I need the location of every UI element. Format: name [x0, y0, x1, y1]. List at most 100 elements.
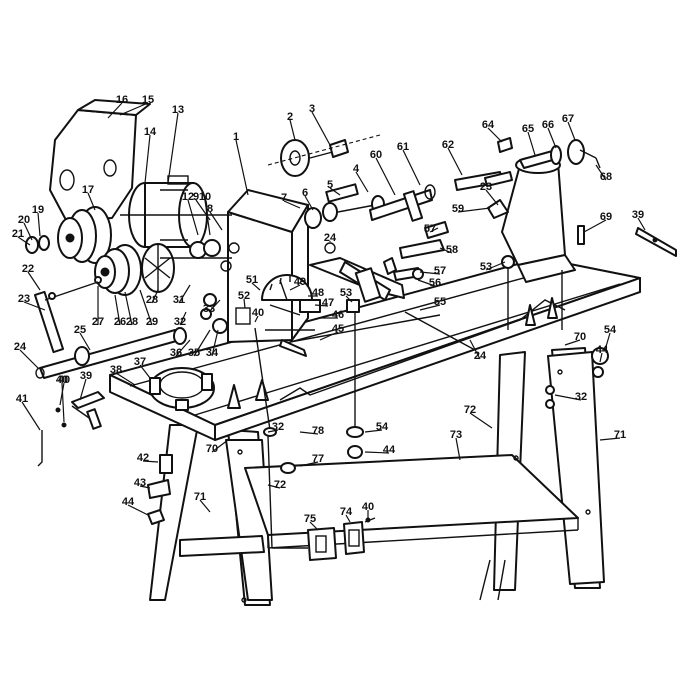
callout-number-74: 74: [340, 506, 353, 518]
callout-leader: [289, 119, 296, 141]
callout-number-72: 72: [464, 404, 476, 416]
callout-number-4: 4: [353, 163, 360, 175]
callout-number-2: 2: [287, 111, 293, 123]
callout-leader: [193, 329, 211, 357]
callout-number-21: 21: [12, 228, 24, 240]
headstock: [220, 189, 309, 343]
callout-leader: [419, 304, 441, 311]
callout-number-40: 40: [252, 307, 264, 319]
callout-leader: [314, 304, 329, 307]
callout-number-23: 23: [18, 293, 30, 305]
callout-number-38: 38: [110, 364, 122, 376]
callout-leader: [417, 279, 436, 287]
misc-hardware: [200, 227, 677, 561]
callout-number-60: 60: [370, 149, 382, 161]
callout-leader: [187, 199, 199, 236]
callout-leader: [283, 200, 301, 209]
callout-number-39: 39: [80, 370, 92, 382]
callout-leader: [319, 331, 339, 341]
callout-leader: [299, 431, 319, 435]
left-accessories: [37, 391, 173, 525]
callout-leader: [178, 284, 191, 304]
callout-leader: [595, 164, 607, 181]
callout-leader: [289, 284, 301, 291]
callout-number-16: 16: [116, 94, 128, 106]
callout-number-27: 27: [92, 316, 104, 328]
callout-number-68: 68: [600, 171, 612, 183]
callout-number-8: 8: [207, 203, 213, 215]
callout-number-22: 22: [22, 263, 34, 275]
belt-guard: [49, 99, 151, 221]
callout-number-6: 6: [302, 187, 308, 199]
callout-leader: [485, 261, 506, 271]
callout-number-70: 70: [574, 331, 586, 343]
callout-number-40: 40: [362, 501, 374, 513]
callout-leader: [455, 437, 461, 461]
callout-leader: [139, 289, 153, 326]
callout-number-51: 51: [246, 274, 258, 286]
switch-box-1: [307, 527, 337, 561]
callout-leader: [37, 212, 41, 237]
callout-leader: [604, 332, 611, 351]
callout-number-59: 59: [452, 203, 464, 215]
callout-leader: [599, 437, 621, 441]
callout-number-3: 3: [309, 103, 315, 115]
callout-leader: [355, 171, 369, 193]
callout-leader: [299, 461, 319, 467]
callout-number-28: 28: [126, 316, 138, 328]
callout-leader: [114, 294, 121, 326]
callout-leader: [151, 289, 159, 304]
callout-number-40: 40: [56, 374, 68, 386]
callout-leader: [119, 102, 149, 116]
callout-number-43: 43: [134, 477, 146, 489]
callout-number-46: 46: [332, 309, 344, 321]
callout-leader: [209, 211, 223, 231]
callout-number-47: 47: [322, 297, 334, 309]
callout-number-75: 75: [304, 513, 316, 525]
callout-number-71: 71: [614, 429, 626, 441]
callout-number-12: 12: [182, 191, 194, 203]
callout-leader: [429, 227, 439, 233]
callout-leader: [124, 291, 133, 326]
callout-number-24: 24: [14, 341, 27, 353]
callout-leader: [439, 247, 453, 254]
callout-number-72: 72: [274, 479, 286, 491]
callout-leader: [304, 195, 314, 211]
callout-leader: [61, 382, 65, 423]
callout-number-44: 44: [122, 496, 135, 508]
tailstock-body: [501, 161, 566, 266]
switch-box-2: [343, 521, 365, 555]
callout-number-44: 44: [383, 444, 396, 456]
fan: [141, 243, 175, 293]
callout-number-10: 10: [199, 191, 211, 203]
callout-number-34: 34: [206, 347, 219, 359]
callout-number-41: 41: [16, 393, 28, 405]
callout-number-20: 20: [18, 214, 30, 226]
callout-number-24: 24: [324, 232, 337, 244]
tool-rest-banjo: [289, 221, 476, 351]
callout-leader: [267, 484, 281, 489]
callout-number-62: 62: [442, 139, 454, 151]
callout-leader: [204, 199, 211, 236]
callout-number-14: 14: [144, 126, 157, 138]
callout-leader: [345, 514, 351, 523]
callout-number-65: 65: [522, 123, 534, 135]
callout-leader: [469, 412, 493, 429]
callout-leader: [211, 439, 229, 453]
callout-number-57: 57: [434, 265, 446, 277]
callout-number-15: 15: [142, 94, 154, 106]
callout-leader: [554, 394, 582, 401]
callout-leader: [139, 364, 151, 379]
callout-number-32: 32: [575, 391, 587, 403]
callout-number-44: 44: [596, 344, 609, 356]
callout-leader: [115, 372, 136, 386]
callout-leader: [457, 207, 491, 213]
callout-leader: [527, 131, 536, 156]
callout-leader: [144, 134, 151, 184]
right-leg-panel: [547, 351, 605, 585]
callout-number-53: 53: [340, 287, 352, 299]
callout-leader: [19, 349, 39, 369]
callout-leader: [599, 352, 603, 363]
